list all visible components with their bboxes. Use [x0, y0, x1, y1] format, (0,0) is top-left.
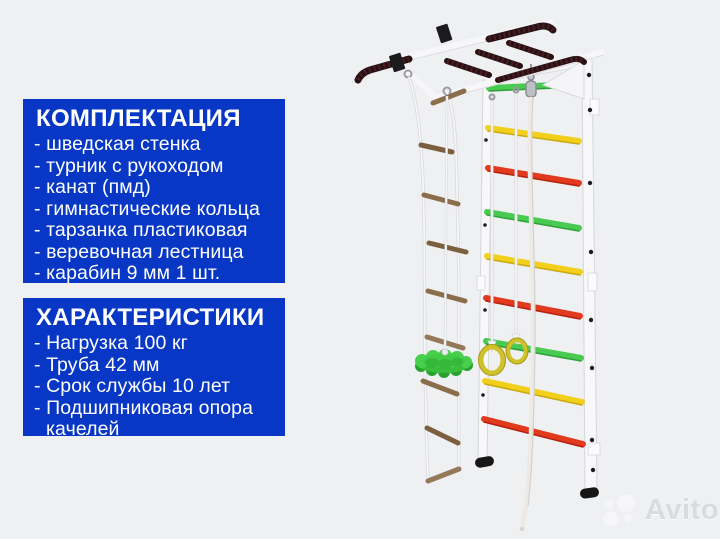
list-item: - Подшипниковая опора качелей: [34, 396, 254, 440]
disc-swing: [415, 95, 473, 378]
gymnastic-rings: [478, 92, 529, 376]
list-item: - шведская стенка: [34, 133, 201, 155]
wall-anchor-plate: [587, 272, 598, 292]
climbing-rope: [519, 64, 537, 531]
specs-panel: ХАРАКТЕРИСТИКИ - Нагрузка 100 кг- Труба …: [23, 298, 285, 440]
list-item: - веревочная лестница: [34, 240, 244, 263]
list-item: - гимнастические кольца: [34, 197, 260, 220]
wall-anchor-plate: [589, 98, 600, 116]
list-item: - тарзанка пластиковая: [34, 219, 248, 241]
ring: [478, 344, 506, 376]
rope-ladder: [407, 76, 469, 484]
list-item: - турник с рукоходом: [34, 154, 224, 177]
ring: [505, 337, 529, 365]
pullup-bar-assembly: [354, 18, 605, 102]
panel-title: ХАРАКТЕРИСТИКИ: [36, 304, 265, 331]
rope: [519, 96, 536, 530]
avito-watermark: Avito: [599, 494, 719, 527]
swing-rope-knot: [441, 348, 449, 356]
list-item: - канат (пмд): [34, 176, 151, 198]
list-item: - Труба 42 мм: [34, 353, 160, 376]
mount-plate: [436, 23, 453, 44]
avito-logo-icon: [603, 494, 635, 526]
list-item: - карабин 9 мм 1 шт.: [34, 262, 221, 284]
panel-title: КОМПЛЕКТАЦИЯ: [36, 105, 241, 132]
equipment-list: - шведская стенка- турник с рукоходом- к…: [34, 133, 277, 285]
wall-bracket: [541, 59, 585, 100]
wall-left-post: [477, 79, 493, 468]
mount-plate: [389, 52, 406, 73]
carabiner: [525, 80, 537, 98]
specs-list: - Нагрузка 100 кг- Труба 42 мм- Срок слу…: [34, 332, 277, 441]
wall-anchor-plate: [476, 275, 486, 291]
wall-foot: [475, 456, 494, 468]
list-item: - Нагрузка 100 кг: [34, 332, 188, 354]
avito-watermark-text: Avito: [645, 494, 719, 526]
wall-bolts: [481, 72, 596, 473]
equipment-list-panel: КОМПЛЕКТАЦИЯ - шведская стенка- турник с…: [23, 99, 285, 285]
wall-anchor-plate: [587, 442, 601, 456]
hanging-hooks: [403, 69, 520, 101]
wall-foot: [580, 487, 599, 499]
list-item: - Срок службы 10 лет: [34, 375, 231, 397]
